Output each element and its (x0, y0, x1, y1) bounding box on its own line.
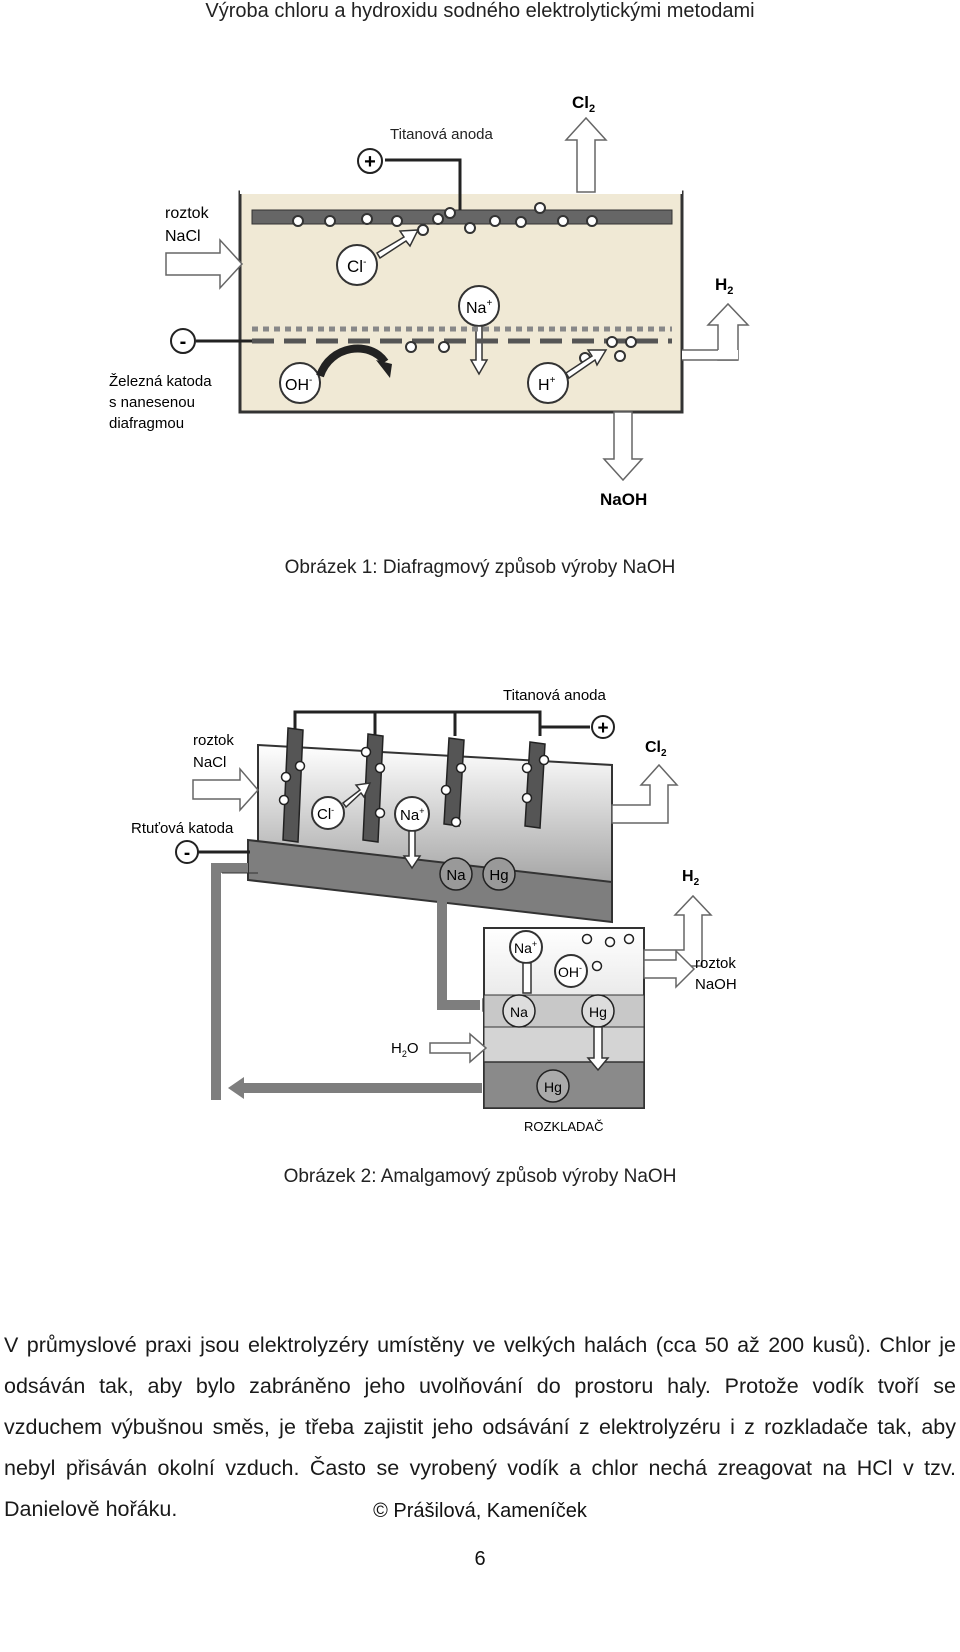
cathode-label-2: s nanesenou (109, 394, 195, 411)
page-header: Výroba chloru a hydroxidu sodného elektr… (205, 0, 755, 22)
decomposer-label: ROZKLADAČ (524, 1119, 603, 1134)
svg-text:+: + (597, 718, 608, 739)
svg-text:H2O: H2O (391, 1040, 419, 1059)
cathode-label-2: Rtuťová katoda (131, 820, 234, 837)
svg-text:Hg: Hg (589, 1004, 607, 1020)
svg-text:H+: H+ (538, 375, 556, 394)
svg-text:Na+: Na+ (400, 806, 424, 824)
anode-label: Titanová anoda (390, 126, 494, 143)
svg-text:Na: Na (446, 867, 466, 884)
minus-sign: - (180, 331, 187, 353)
svg-text:Hg: Hg (544, 1079, 562, 1095)
svg-text:OH-: OH- (285, 375, 312, 394)
svg-text:H2: H2 (682, 868, 700, 888)
anode-plate (251, 209, 673, 225)
svg-text:NaOH: NaOH (695, 976, 737, 993)
svg-text:Hg: Hg (489, 867, 508, 884)
cathode-label-3: diafragmou (109, 415, 184, 432)
svg-text:Na+: Na+ (514, 939, 537, 956)
svg-text:Na+: Na+ (466, 298, 492, 317)
plus-sign: + (364, 151, 376, 173)
nacl-inlet-arrow (165, 238, 244, 290)
svg-text:OH-: OH- (558, 963, 582, 980)
mercury-down-pipe (437, 900, 480, 1010)
hydrogen-bubbles-2 (581, 933, 635, 972)
page-number: 6 (474, 1548, 486, 1570)
naoh-outlet-arrow (602, 411, 644, 482)
svg-text:Na: Na (510, 1004, 528, 1020)
cl2-label: Cl2 (572, 93, 595, 115)
chlorine-bubbles (292, 202, 598, 236)
hydrogen-ion (527, 362, 569, 404)
cl2-outlet-arrow (564, 116, 608, 193)
naoh-label: NaOH (600, 490, 647, 509)
h2o-inlet-arrow (429, 1032, 488, 1064)
figure-amalgam-cell: + Titanová anoda roztok NaCl Cl2 Rtuťová… (131, 687, 737, 1134)
anode-bubbles (278, 746, 550, 828)
nacl-label-2: NaCl (165, 228, 201, 245)
cl2-outlet-arrow-2 (611, 763, 679, 824)
nacl-inlet-arrow-2 (192, 766, 259, 812)
chloride-ion-2 (311, 796, 345, 830)
copyright: © Prášilová, Kameníček (373, 1500, 587, 1522)
svg-text:Cl-: Cl- (347, 257, 366, 276)
svg-text:roztok: roztok (695, 955, 736, 972)
mercury-return-pipe (211, 863, 248, 1100)
h2-label: H2 (715, 275, 733, 297)
hydroxide-ion (279, 362, 321, 404)
svg-text:roztok: roztok (193, 732, 234, 749)
figure2-caption: Obrázek 2: Amalgamový způsob výroby NaOH (283, 1166, 677, 1187)
naoh-outlet-arrow-2 (643, 949, 696, 989)
plus-terminal-2 (591, 715, 615, 739)
body-paragraph: V průmyslové praxi jsou elektrolyzéry um… (4, 1333, 956, 1521)
cathode-label-1: Železná katoda (109, 373, 212, 390)
svg-text:-: - (184, 843, 190, 864)
nacl-label-1: roztok (165, 205, 210, 222)
figure-diaphragm-cell: + Titanová anoda Cl2 roztok NaCl Cl- Na+… (109, 93, 750, 509)
figure1-caption: Obrázek 1: Diafragmový způsob výroby NaO… (284, 557, 676, 578)
svg-text:NaCl: NaCl (193, 754, 226, 771)
svg-text:Cl2: Cl2 (645, 739, 667, 759)
plus-terminal (357, 148, 383, 174)
anode-label-2: Titanová anoda (503, 687, 607, 704)
minus-terminal (170, 328, 196, 354)
chloride-ion (336, 244, 378, 286)
svg-text:Cl-: Cl- (317, 805, 334, 823)
